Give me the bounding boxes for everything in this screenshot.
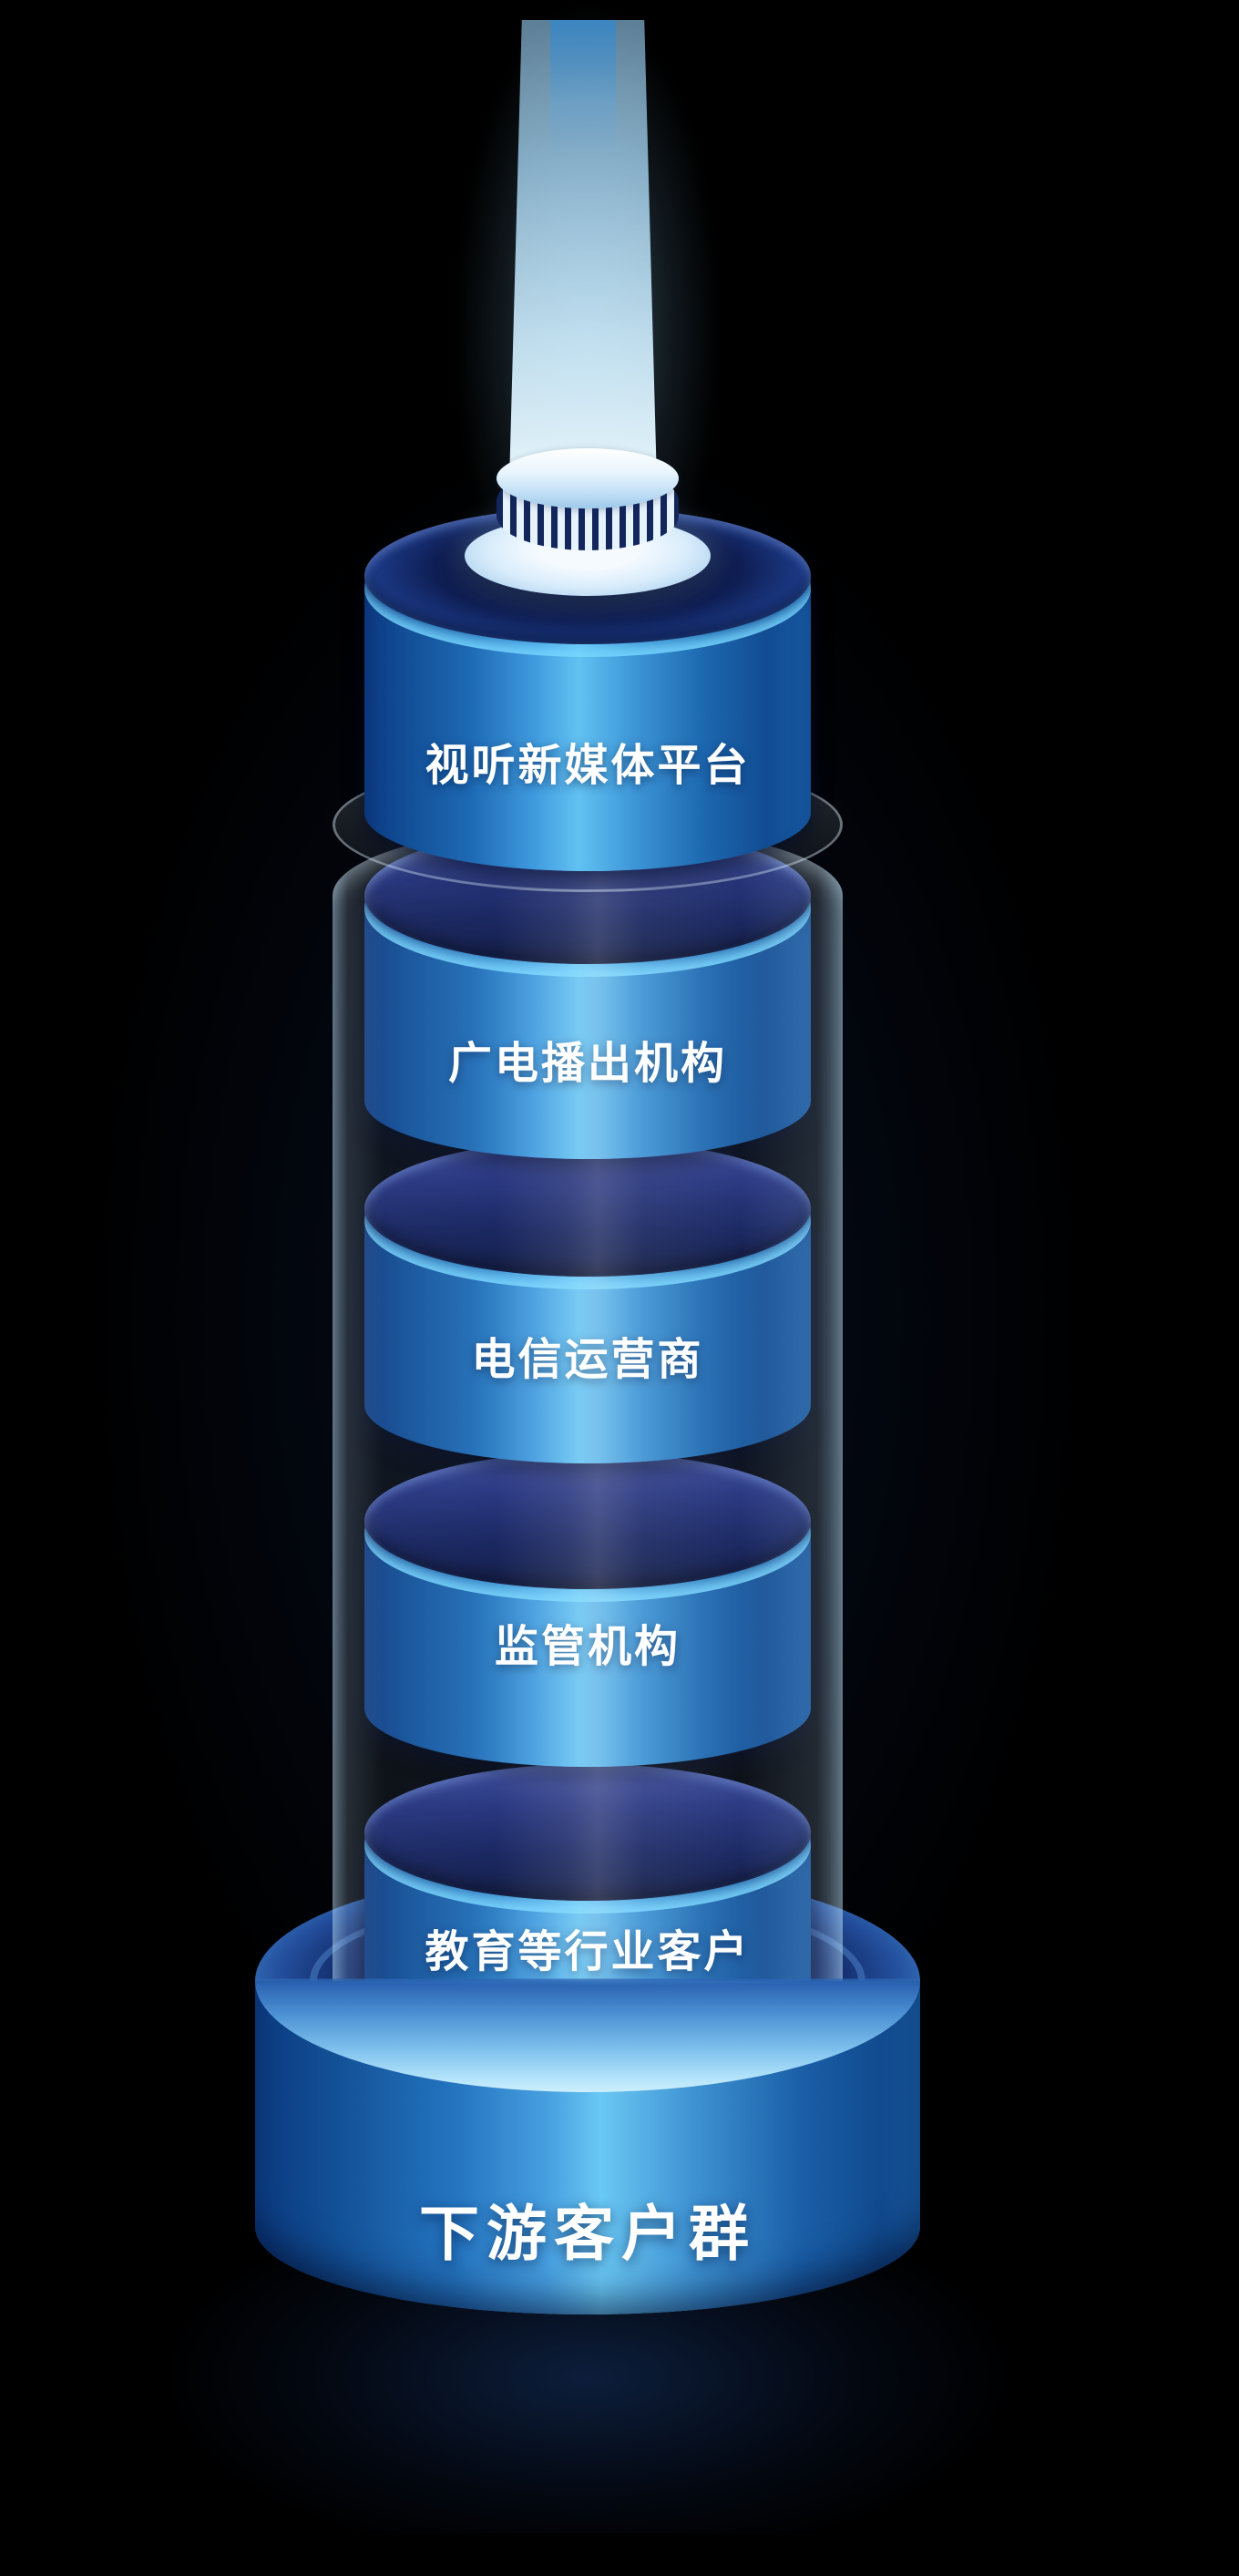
segment-cylinder-regulator: 监管机构	[364, 1452, 811, 1767]
segment-label: 监管机构	[364, 1610, 811, 1674]
light-beam-core	[550, 20, 616, 157]
cylinder-top-ellipse	[364, 1452, 811, 1589]
cylinder-top-ellipse	[364, 1764, 811, 1901]
segment-label: 视听新媒体平台	[425, 742, 751, 790]
segment-cylinder-telecom: 电信运营商	[364, 1140, 811, 1463]
segment-label: 广电播出机构	[364, 1027, 811, 1091]
nozzle-cap-top	[497, 448, 679, 508]
segment-label: 电信运营商	[364, 1323, 811, 1387]
base-label: 下游客户群	[419, 2200, 756, 2267]
segment-label: 教育等行业客户	[364, 1915, 811, 1979]
glass-tube	[333, 825, 843, 2075]
cylinder-top-ellipse	[364, 1140, 811, 1277]
